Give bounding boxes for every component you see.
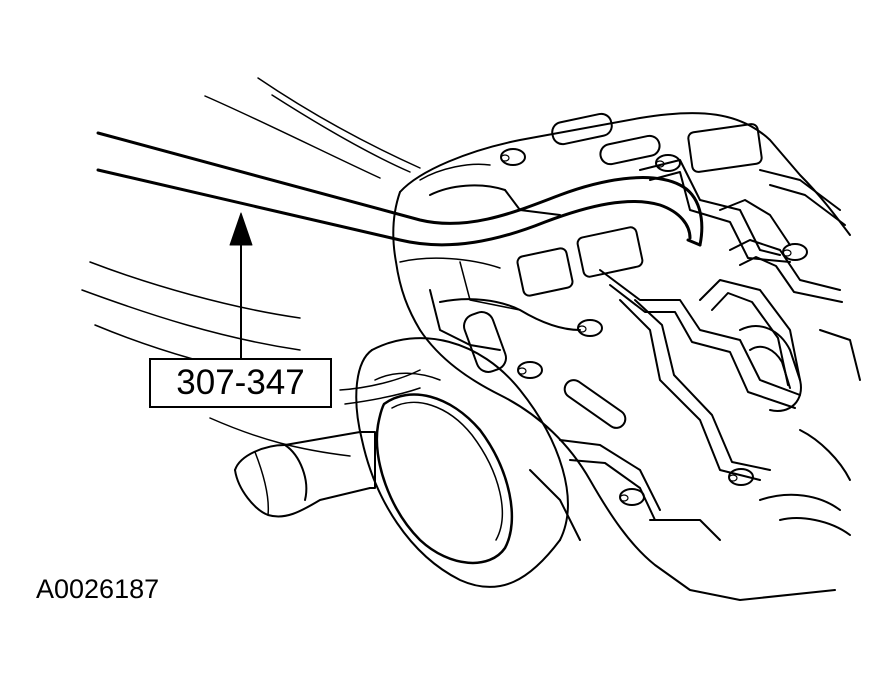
callout-leader-arrow: [229, 212, 253, 359]
cylinder-drum: [355, 337, 569, 588]
figure-id-label: A0026187: [36, 574, 160, 604]
bolt-holes: [500, 148, 808, 506]
driver-handle: [234, 431, 376, 518]
tool-number-callout: 307-347: [149, 358, 332, 408]
tool-number-label: 307-347: [176, 363, 305, 402]
special-tool-hook: [96, 131, 704, 247]
valve-body-channels: [463, 112, 861, 541]
